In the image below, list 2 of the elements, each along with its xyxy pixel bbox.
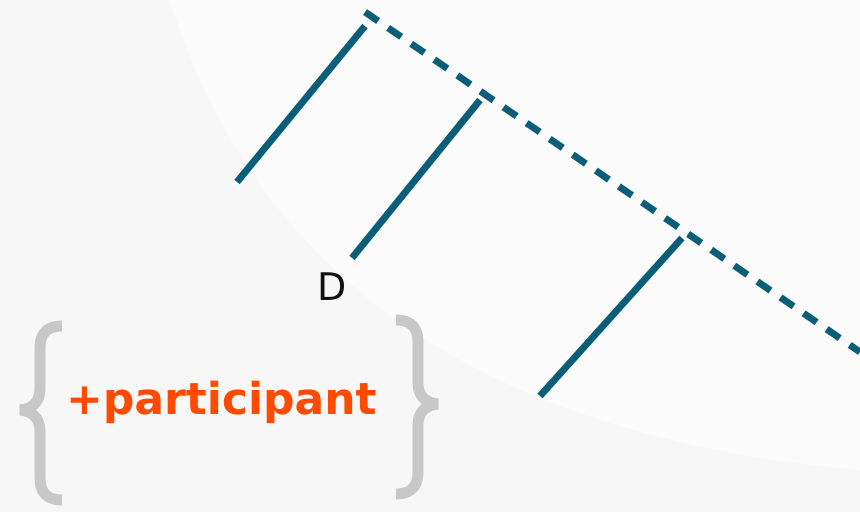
axis-label: D bbox=[317, 268, 346, 306]
keyword-label: +participant bbox=[66, 378, 377, 422]
